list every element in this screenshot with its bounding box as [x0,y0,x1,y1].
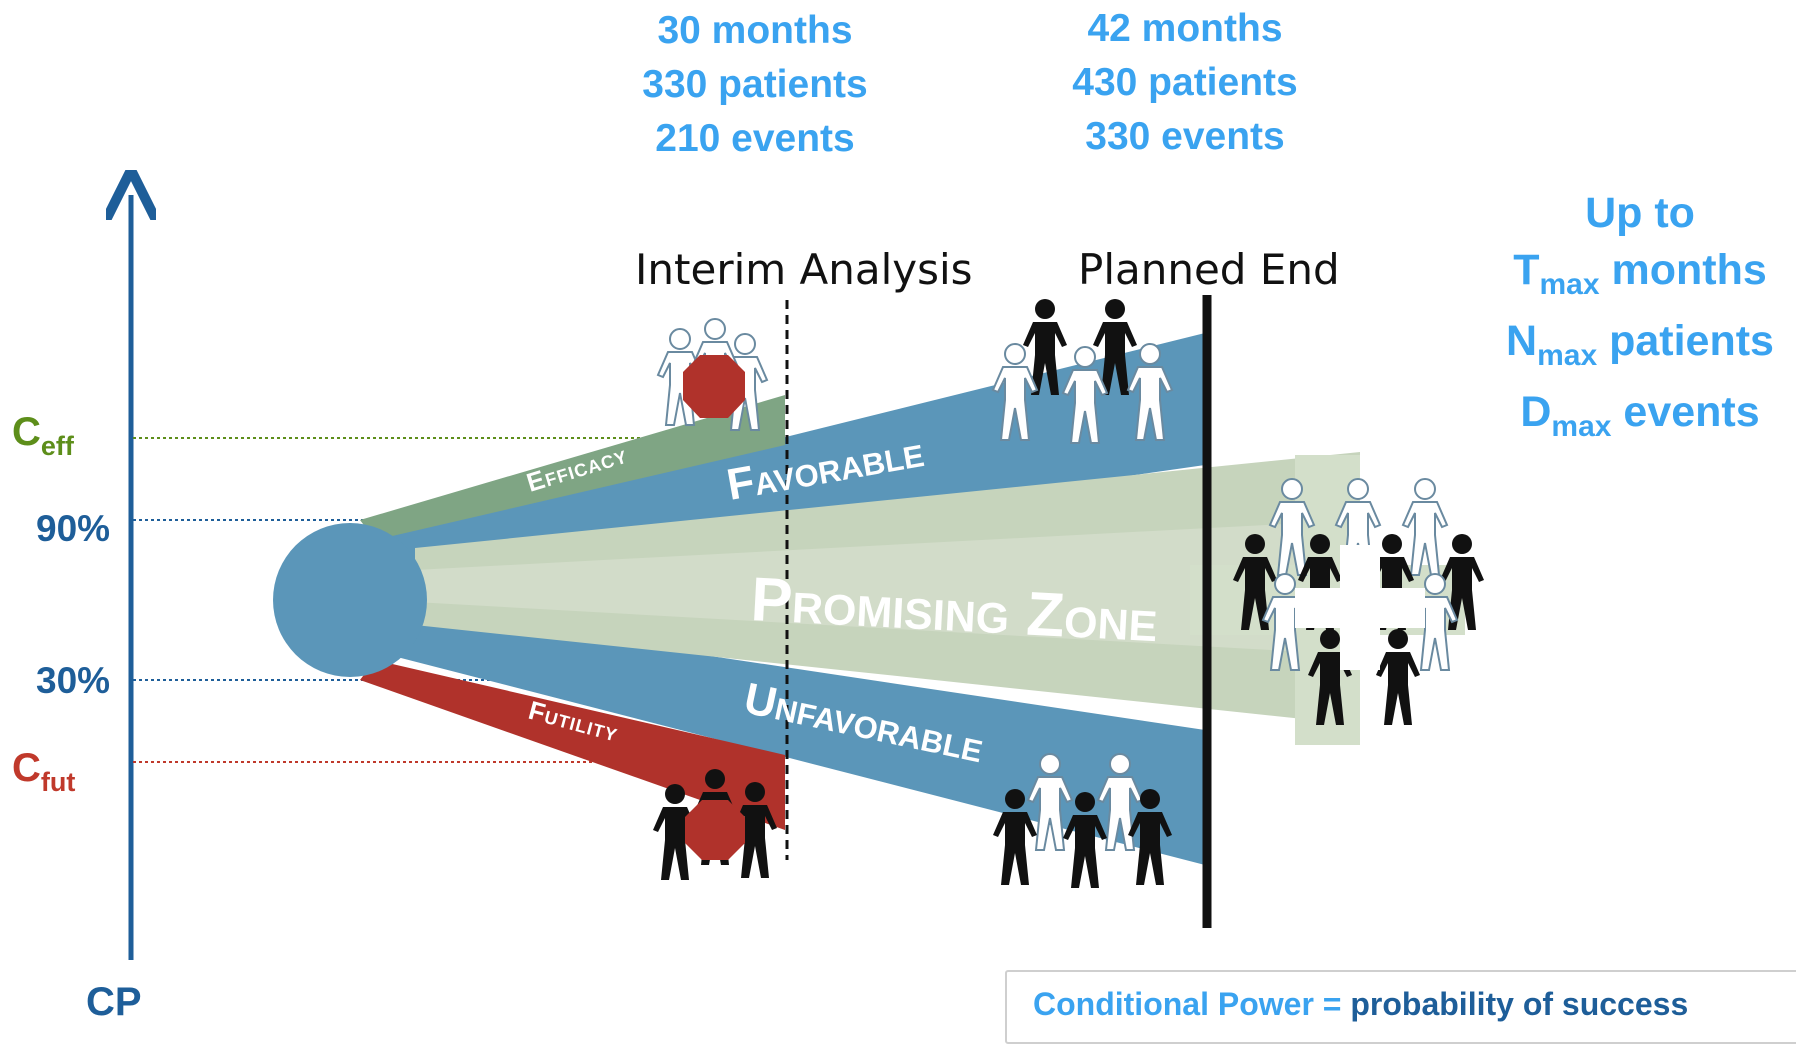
end-events: 330 events [1085,115,1285,158]
definition-term: Conditional Power = [1033,986,1342,1022]
cp-axis-label: CP [86,980,142,1024]
cfut-label: Cfut [12,746,76,797]
promising-plus-group-icon [1233,479,1484,725]
promising-zone-diagram: Efficacy Favorable Promising Zone Unfavo… [0,0,1484,960]
futility-stop-group-icon [653,769,777,880]
favorable-group-icon [993,299,1172,443]
interim-months: 30 months [657,9,853,52]
end-patients: 430 patients [1072,61,1298,104]
max-events: Dmax events [1520,388,1760,443]
max-months: Tmax months [1513,246,1767,301]
max-stats: Up to Tmax months Nmax patients Dmax eve… [1470,185,1796,455]
p30-label: 30% [36,660,111,701]
end-stats: 42 months 430 patients 330 events [1040,2,1330,164]
ceff-label: Ceff [12,410,74,461]
max-patients: Nmax patients [1506,317,1774,372]
definition-box: Conditional Power = probability of succe… [1005,970,1796,1044]
max-up-to: Up to [1585,189,1695,237]
end-months: 42 months [1087,7,1283,50]
planned-end-title: Planned End [1078,245,1340,294]
start-circle [273,523,427,677]
definition-text: Conditional Power = probability of succe… [1033,986,1688,1023]
interim-stats: 30 months 330 patients 210 events [610,4,900,166]
definition-value: probability of success [1350,986,1689,1022]
interim-patients: 330 patients [642,63,868,106]
efficacy-stop-group-icon [658,319,767,430]
efficacy-wedge [360,395,785,540]
p90-label: 90% [36,508,111,549]
interim-analysis-title: Interim Analysis [635,245,973,294]
interim-events: 210 events [655,117,855,160]
